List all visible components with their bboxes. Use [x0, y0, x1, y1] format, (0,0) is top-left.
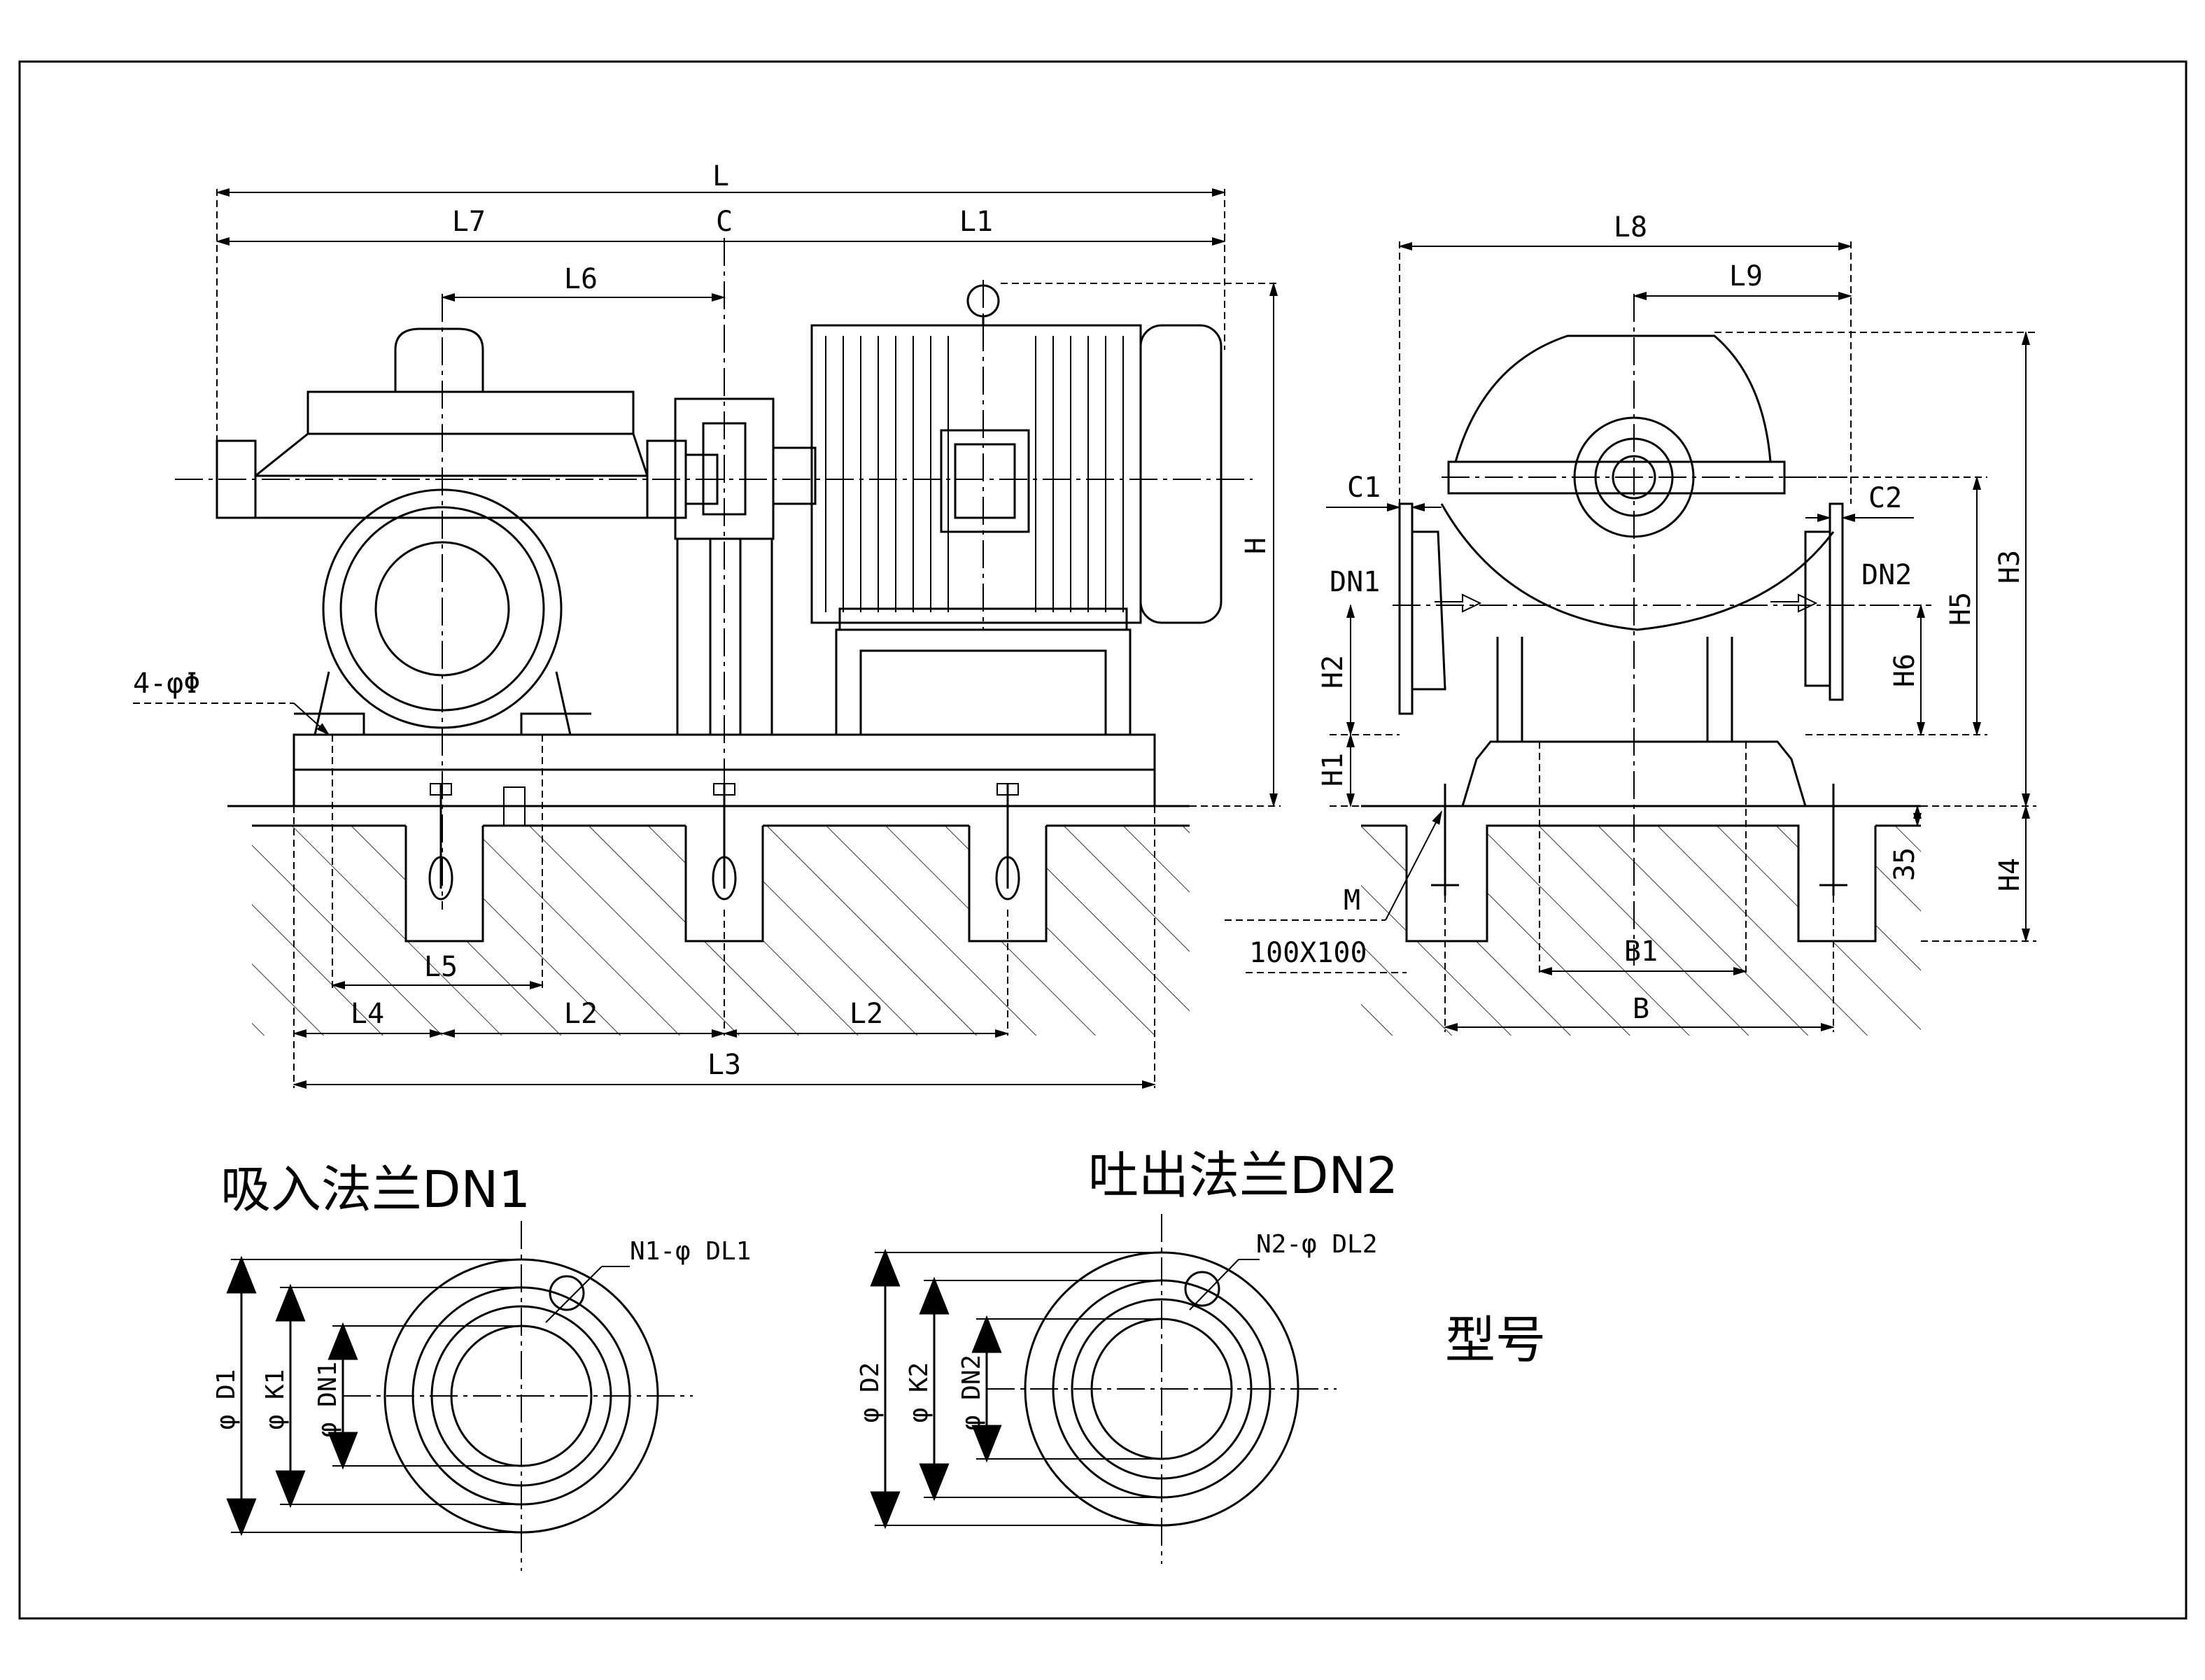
dim-B: B — [1633, 993, 1649, 1025]
pump-casing-front — [216, 327, 719, 735]
dim-H6: H6 — [1889, 654, 1921, 687]
coupling — [674, 397, 817, 736]
side-view: L8 L9 C1 C2 DN1 DN2 H2 H1 H5 H6 H3 H4 — [1225, 211, 2036, 1036]
anchor-bolts — [428, 783, 1020, 901]
suction-holes-label: N1-φ DL1 — [630, 1237, 751, 1266]
discharge-DN2: φ DN2 — [957, 1355, 986, 1430]
dim-L1: L1 — [959, 206, 993, 238]
dim-L2-right: L2 — [850, 998, 883, 1030]
drawing-frame — [18, 60, 2188, 1620]
dim-L3: L3 — [707, 1049, 741, 1081]
dim-L7: L7 — [452, 206, 486, 238]
discharge-flange-title: 吐出法兰DN2 — [1088, 1146, 1398, 1205]
suction-D1: φ D1 — [212, 1369, 241, 1430]
suction-DN1: φ DN1 — [314, 1362, 342, 1437]
dim-C: C — [716, 206, 733, 238]
dim-DN1: DN1 — [1330, 566, 1380, 598]
discharge-D2: φ D2 — [856, 1362, 885, 1423]
motor — [810, 284, 1223, 736]
dim-L4: L4 — [351, 998, 384, 1030]
dim-H2: H2 — [1317, 655, 1349, 689]
dim-C2: C2 — [1868, 482, 1902, 514]
suction-flange-title: 吸入法兰DN1 — [220, 1160, 530, 1219]
dim-H: H — [1240, 537, 1272, 554]
dim-H4: H4 — [1994, 858, 2026, 891]
dim-L5: L5 — [424, 951, 458, 983]
dim-H3: H3 — [1994, 550, 2026, 584]
dim-L9: L9 — [1729, 260, 1763, 292]
dim-H1: H1 — [1317, 753, 1349, 786]
dim-L6: L6 — [564, 263, 598, 295]
discharge-holes-label: N2-φ DL2 — [1256, 1230, 1377, 1259]
suction-flange-detail: 吸入法兰DN1 N1-φ DL1 φ D1 φ K1 φ DN1 — [212, 1160, 751, 1571]
dim-H5: H5 — [1945, 592, 1977, 626]
dim-L8: L8 — [1614, 211, 1647, 243]
bolt-holes-label: 4-φΦ — [133, 668, 200, 700]
side-foundation-hatch — [1361, 826, 1921, 1036]
dim-L2-left: L2 — [564, 998, 598, 1030]
pad-size-label: 100X100 — [1249, 937, 1367, 969]
dim-M: M — [1344, 884, 1360, 917]
front-view: L L7 C L1 L6 H 4-φΦ L5 L4 L2 L2 L3 — [133, 160, 1281, 1089]
suction-K1: φ K1 — [261, 1369, 290, 1430]
dim-B1: B1 — [1624, 936, 1658, 968]
dim-35: 35 — [1889, 847, 1921, 881]
dim-L: L — [712, 160, 729, 192]
discharge-K2: φ K2 — [905, 1362, 934, 1423]
discharge-flange-detail: 吐出法兰DN2 N2-φ DL2 φ D2 φ K2 φ DN2 — [856, 1146, 1398, 1564]
dim-C1: C1 — [1347, 472, 1381, 504]
dim-DN2: DN2 — [1861, 559, 1912, 591]
model-label: 型号 — [1445, 1311, 1546, 1369]
